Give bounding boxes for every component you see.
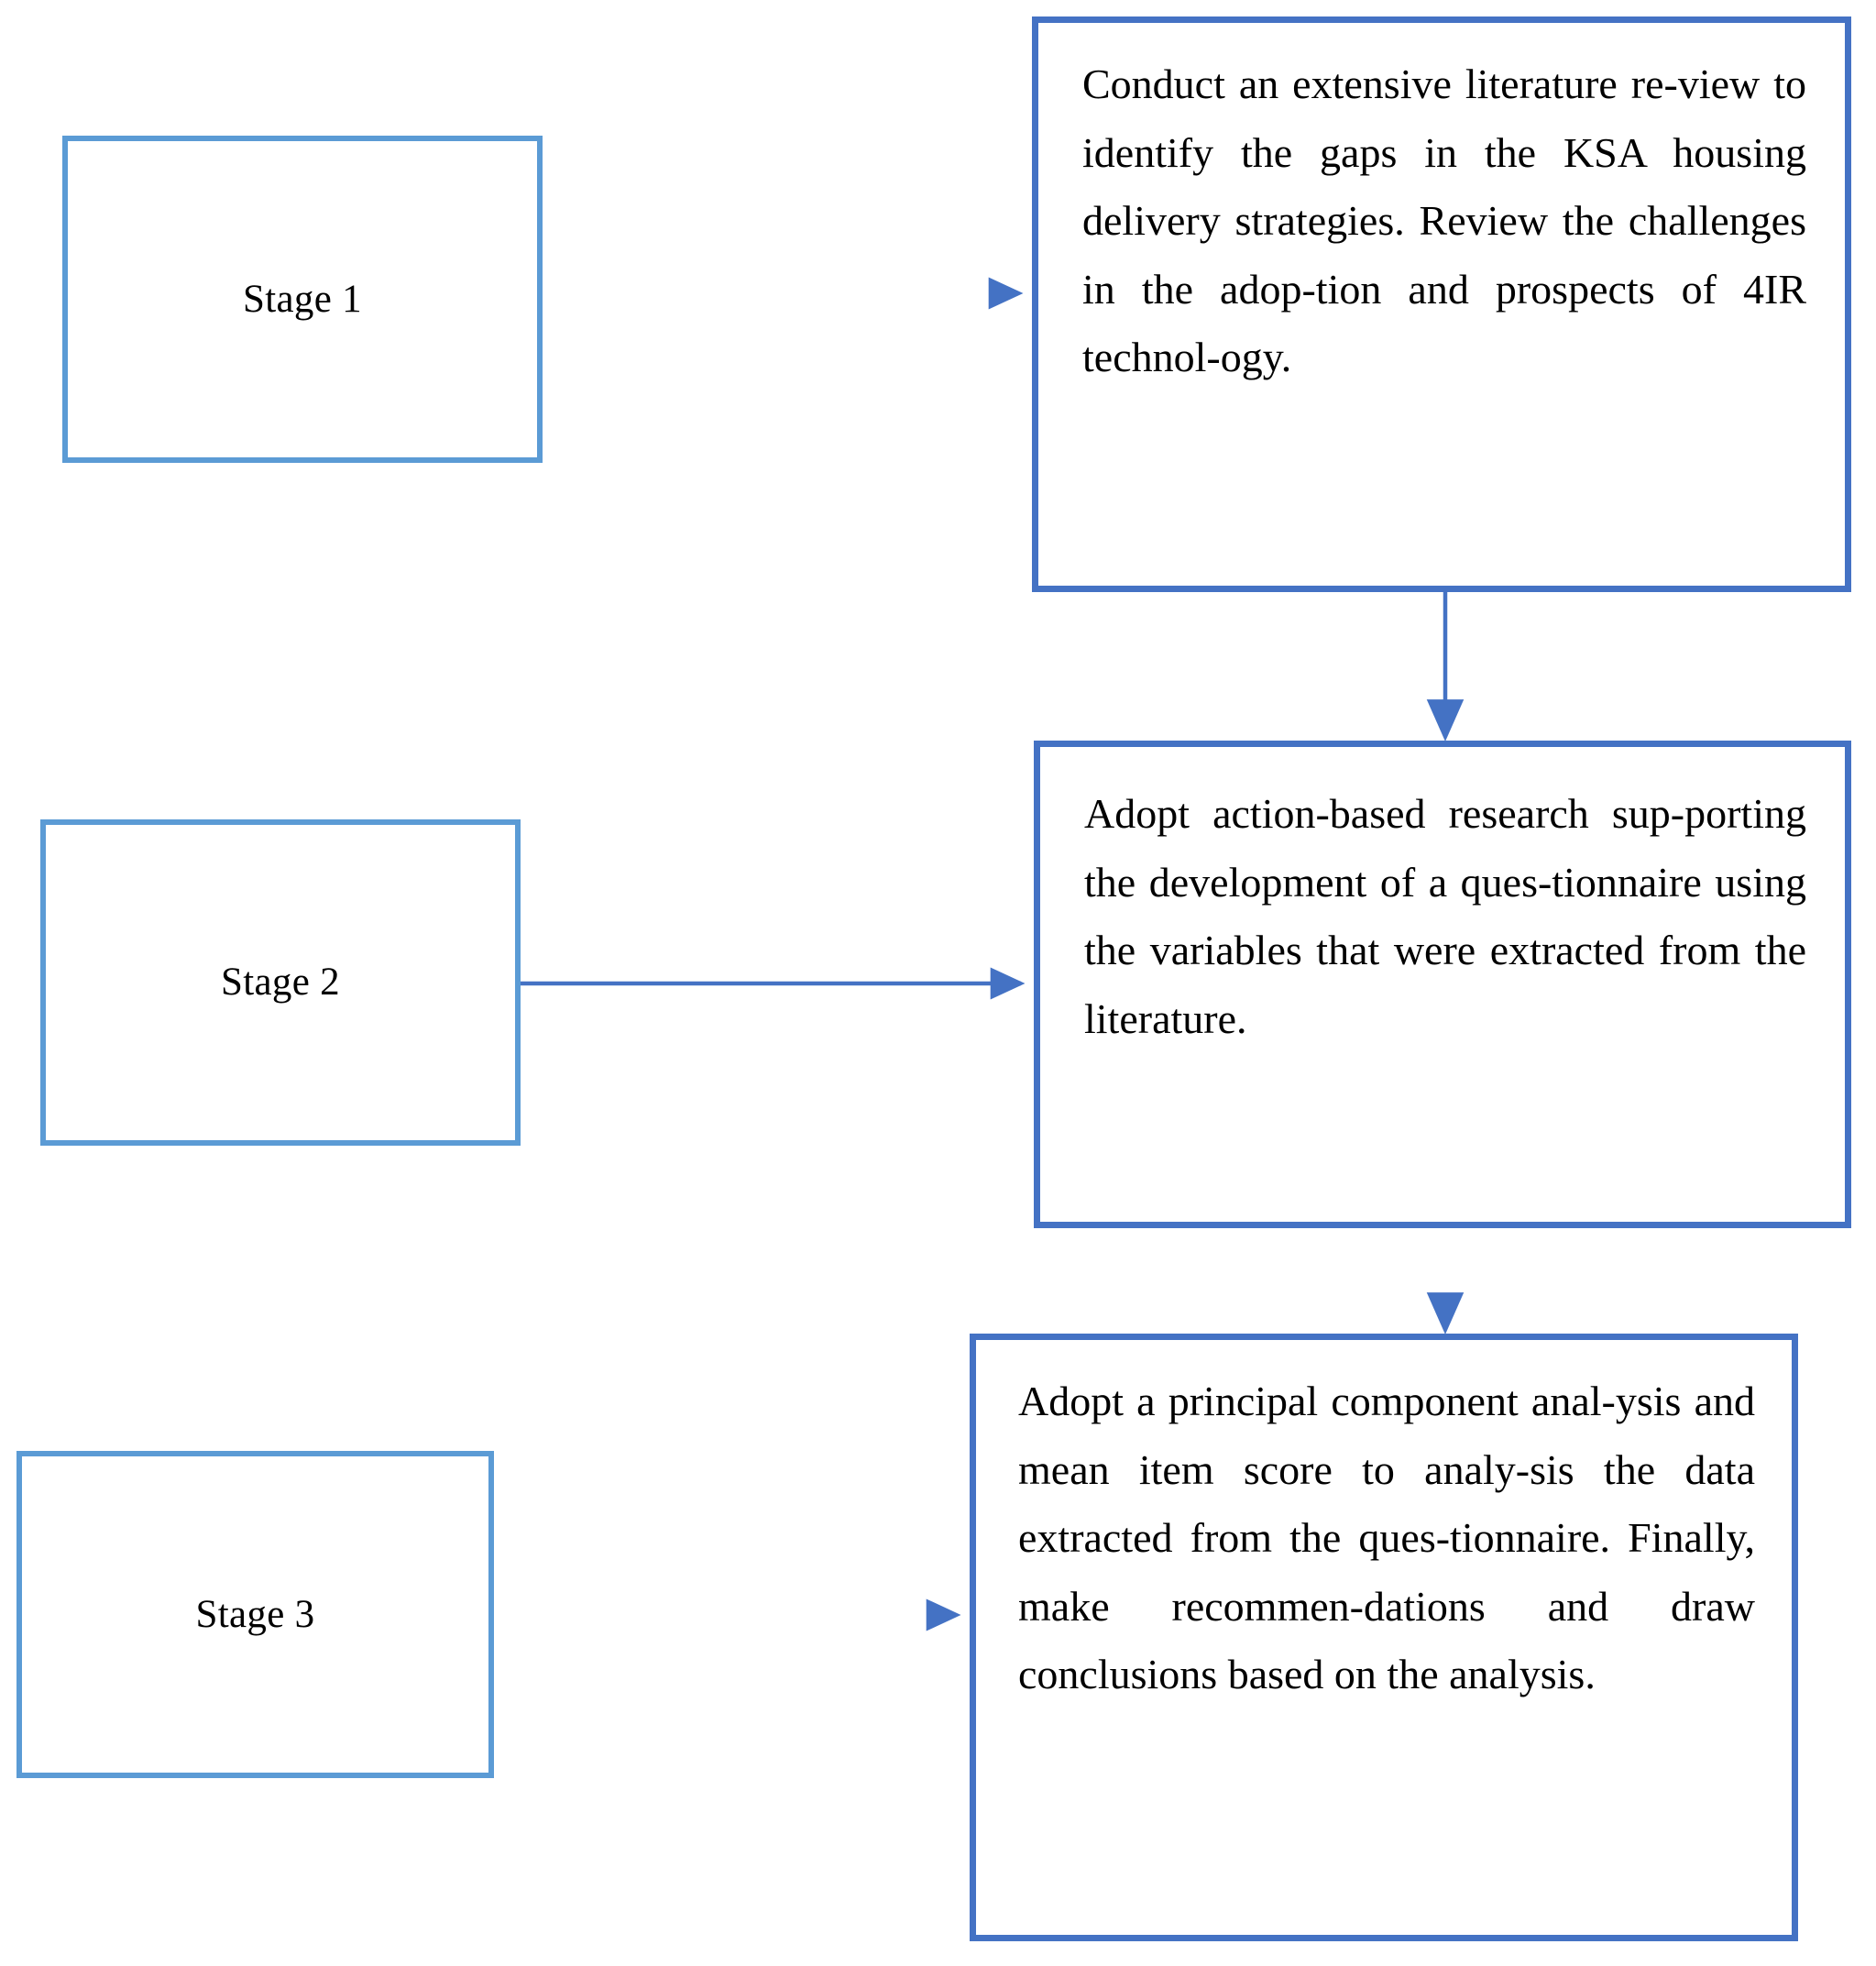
stage-3-label: Stage 3 (195, 1592, 315, 1636)
description-box-3[interactable]: Adopt a principal component anal‐ysis an… (970, 1334, 1798, 1941)
stage-2-label: Stage 2 (221, 961, 340, 1005)
stage-1-label: Stage 1 (243, 277, 362, 321)
description-box-2[interactable]: Adopt action-based research sup‐porting … (1034, 741, 1851, 1228)
description-1-text: Conduct an extensive literature re‐view … (1082, 60, 1806, 381)
description-2-text: Adopt action-based research sup‐porting … (1084, 790, 1806, 1042)
description-box-1[interactable]: Conduct an extensive literature re‐view … (1032, 16, 1851, 592)
stage-box-3[interactable]: Stage 3 (16, 1451, 494, 1778)
description-3-text: Adopt a principal component anal‐ysis an… (1018, 1378, 1755, 1698)
stage-box-1[interactable]: Stage 1 (62, 136, 543, 463)
stage-box-2[interactable]: Stage 2 (40, 819, 521, 1146)
